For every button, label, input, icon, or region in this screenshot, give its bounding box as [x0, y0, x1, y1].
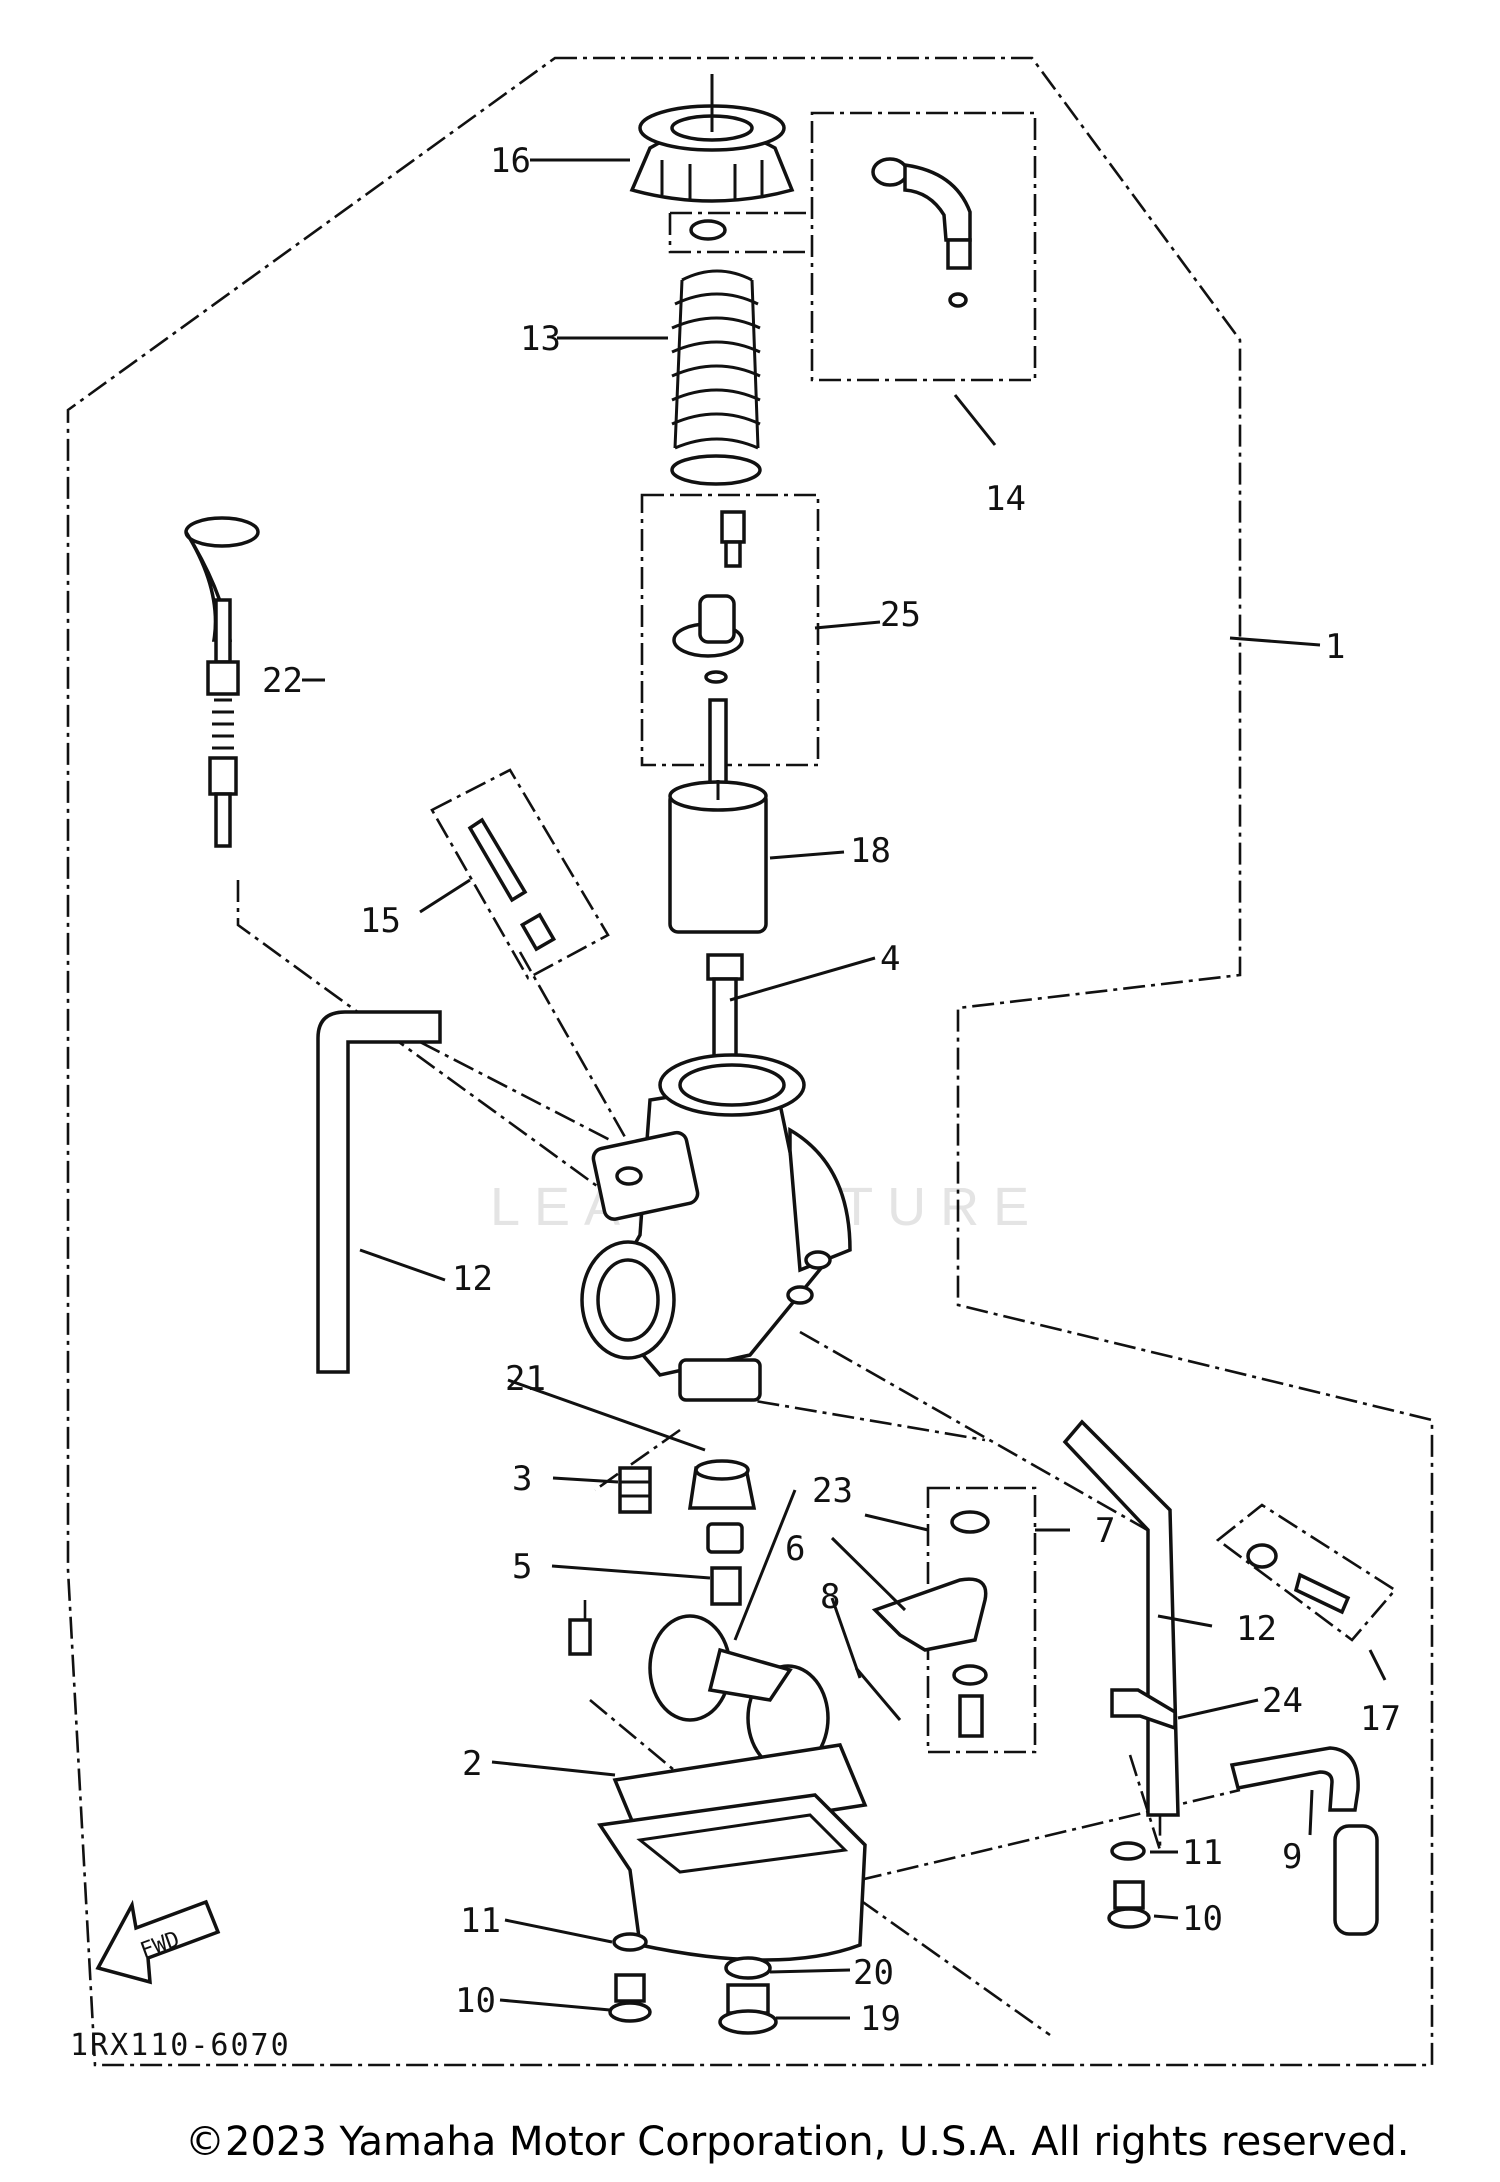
throttle-stop-screw-part — [706, 953, 744, 1071]
group-box-25 — [640, 493, 820, 767]
needle-jet-part — [687, 1459, 757, 1510]
throttle-valve-part — [668, 780, 768, 934]
screw-right-part — [1107, 1880, 1151, 1929]
float-pin-part — [854, 1667, 902, 1721]
washer-left-part — [612, 1932, 648, 1952]
washer-right-part — [1110, 1841, 1146, 1861]
callout-11-right: 11 — [1182, 1833, 1223, 1873]
carburetor-body-part — [580, 1053, 852, 1402]
starter-plunger-part — [184, 516, 260, 848]
overflow-hose-right-part — [1062, 1419, 1180, 1817]
screw-set-17-part — [1246, 1543, 1351, 1615]
callout-7: 7 — [1095, 1511, 1115, 1551]
drain-hose-part — [1229, 1746, 1360, 1812]
throttle-spring-part — [670, 269, 762, 486]
drain-hose-end-part — [1333, 1824, 1379, 1936]
callout-14: 14 — [985, 479, 1026, 519]
callout-1: 1 — [1325, 627, 1345, 667]
callout-24: 24 — [1262, 1681, 1303, 1721]
callout-5: 5 — [512, 1547, 532, 1587]
overflow-hose-left-part — [316, 1010, 442, 1374]
air-screw-part — [467, 817, 557, 952]
reference-code: 1RX110-6070 — [70, 2028, 291, 2063]
copyright-notice: ©2023 Yamaha Motor Corporation, U.S.A. A… — [185, 2119, 1410, 2165]
callout-11-left: 11 — [460, 1901, 501, 1941]
group-box-16-cap — [668, 211, 812, 254]
group-box-15 — [430, 768, 610, 980]
top-cap-part — [629, 74, 795, 203]
needle-set-part — [672, 510, 746, 822]
callout-22: 22 — [262, 661, 303, 701]
group-box-17 — [1215, 1503, 1397, 1642]
callout-12-left: 12 — [452, 1259, 493, 1299]
needle-valve-set-part — [950, 1510, 990, 1738]
callout-2: 2 — [462, 1744, 482, 1784]
group-box-14 — [810, 111, 1037, 382]
callout-21: 21 — [505, 1359, 546, 1399]
leader-lines — [302, 158, 1387, 2020]
callout-6: 6 — [785, 1529, 805, 1569]
plug-gasket-part — [724, 1956, 772, 1980]
callout-9: 9 — [1282, 1837, 1302, 1877]
fwd-arrow-icon: FWD — [95, 1899, 221, 1985]
main-jet-part — [706, 1522, 744, 1606]
cap-washer-part — [689, 219, 727, 241]
bracket-part — [871, 1577, 988, 1652]
drain-plug-small-part — [568, 1618, 592, 1656]
callout-4: 4 — [880, 939, 900, 979]
callout-10-left: 10 — [455, 1981, 496, 2021]
callout-18: 18 — [850, 831, 891, 871]
assembly-outline — [66, 56, 1434, 2067]
pilot-jet-part — [618, 1466, 652, 1514]
callout-10-right: 10 — [1182, 1899, 1223, 1939]
drain-plug-part — [718, 1983, 778, 2035]
elbow-fitting-part — [871, 157, 972, 308]
callout-12-right: 12 — [1236, 1609, 1277, 1649]
callout-8: 8 — [820, 1577, 840, 1617]
hose-clamp-part — [1110, 1688, 1177, 1731]
screw-left-part — [608, 1973, 652, 2023]
callout-17: 17 — [1360, 1699, 1401, 1739]
guide-lines — [236, 880, 1241, 2037]
callout-25: 25 — [880, 595, 921, 635]
callout-20: 20 — [853, 1953, 894, 1993]
callout-16: 16 — [490, 141, 531, 181]
float-part — [648, 1614, 830, 1772]
callout-3: 3 — [512, 1459, 532, 1499]
callout-19: 19 — [860, 1999, 901, 2039]
callout-13: 13 — [520, 319, 561, 359]
callout-15: 15 — [360, 901, 401, 941]
callout-23: 23 — [812, 1471, 853, 1511]
float-bowl-part — [596, 1793, 867, 1962]
group-box-7 — [926, 1486, 1037, 1754]
